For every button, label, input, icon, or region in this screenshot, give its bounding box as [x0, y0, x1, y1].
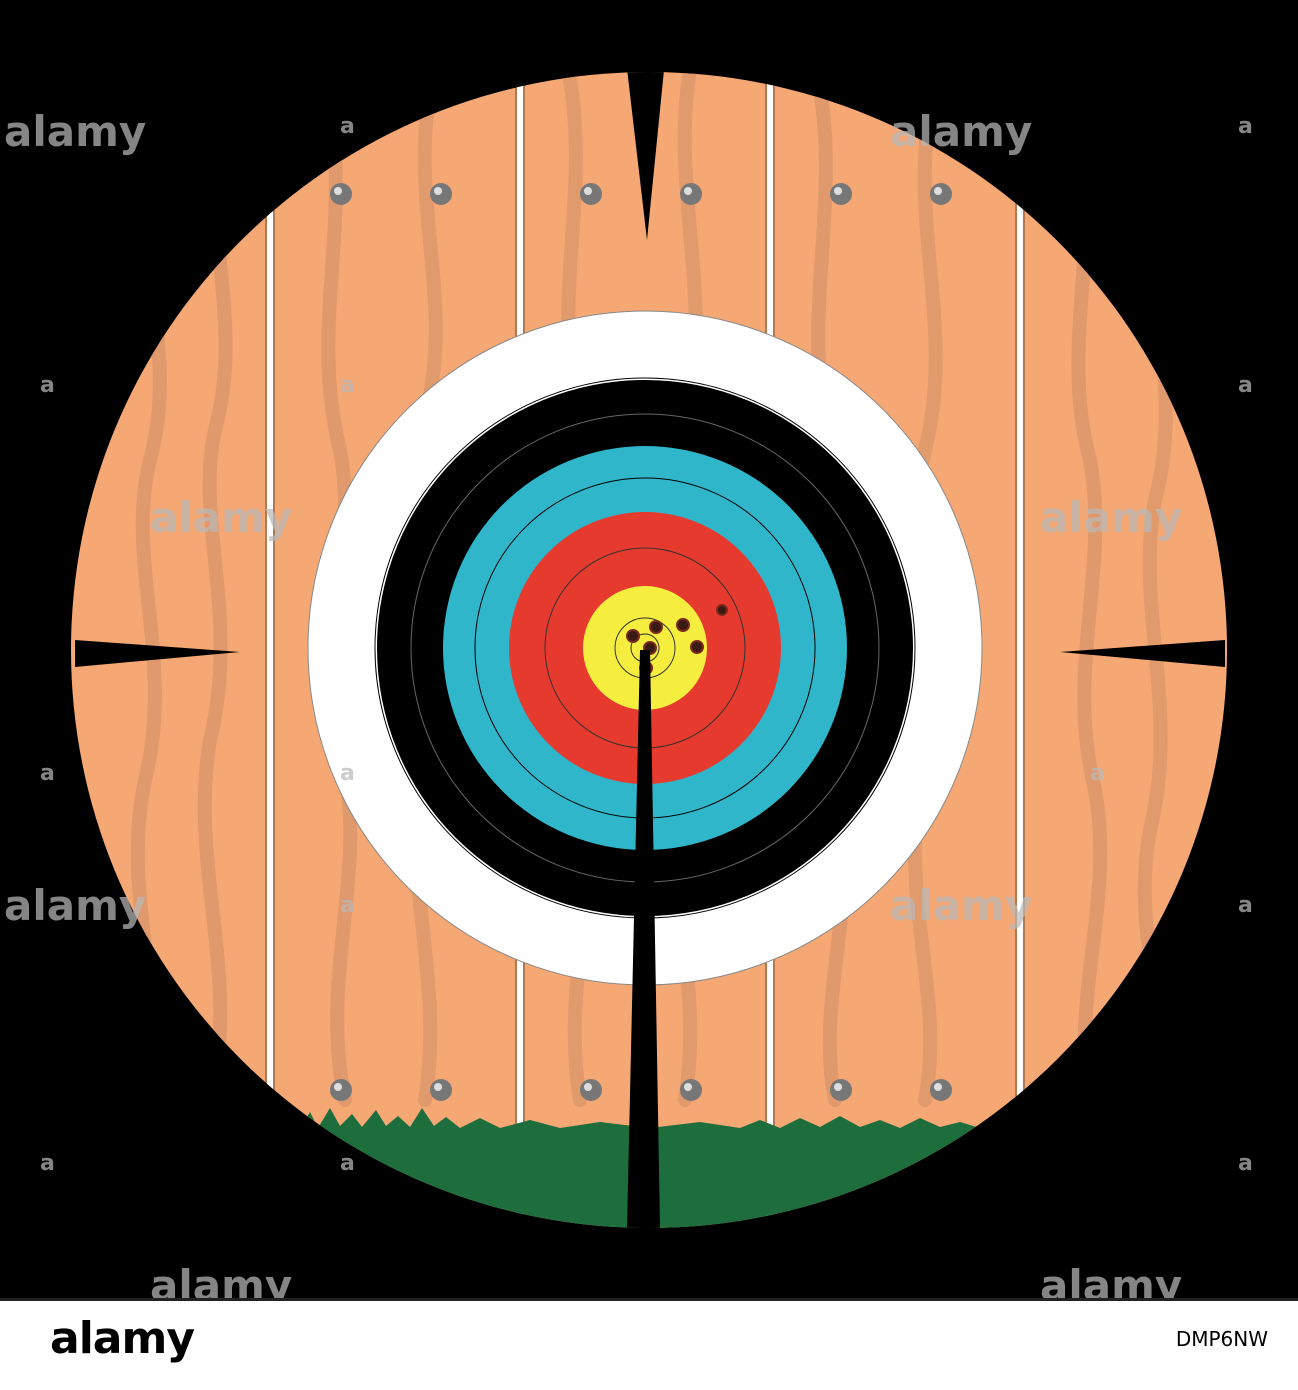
watermark: alamy alamy alamy alamy alamy alamy alam…: [4, 107, 1253, 1298]
svg-text:a: a: [1090, 761, 1105, 786]
svg-text:alamy: alamy: [150, 1261, 292, 1298]
image-id-label: DMP6NW: [1175, 1327, 1268, 1351]
crosshair-reticle: [75, 72, 1225, 1228]
svg-text:alamy: alamy: [890, 107, 1032, 156]
bullet-hole-icon: [626, 604, 728, 675]
svg-text:alamy: alamy: [150, 493, 292, 542]
bolt-head-icon: [330, 183, 952, 1101]
svg-text:a: a: [1238, 373, 1253, 398]
scope-view: alamy alamy alamy alamy alamy alamy alam…: [4, 72, 1253, 1298]
svg-text:alamy: alamy: [890, 881, 1032, 930]
svg-text:a: a: [40, 373, 55, 398]
alamy-logo: alamy: [50, 1313, 195, 1364]
svg-text:a: a: [1238, 114, 1253, 139]
svg-text:a: a: [340, 761, 355, 786]
stock-footer: alamy DMP6NW: [0, 1298, 1298, 1390]
svg-text:a: a: [340, 893, 355, 918]
svg-text:alamy: alamy: [1040, 1261, 1182, 1298]
svg-text:a: a: [40, 761, 55, 786]
svg-text:a: a: [1238, 1151, 1253, 1176]
svg-text:a: a: [340, 114, 355, 139]
svg-text:alamy: alamy: [1040, 493, 1182, 542]
svg-text:a: a: [40, 1151, 55, 1176]
wooden-backboard: [71, 72, 1227, 1228]
svg-text:alamy: alamy: [4, 881, 146, 930]
svg-text:a: a: [1238, 893, 1253, 918]
svg-text:a: a: [340, 373, 355, 398]
svg-text:alamy: alamy: [4, 107, 146, 156]
svg-text:a: a: [340, 1151, 355, 1176]
